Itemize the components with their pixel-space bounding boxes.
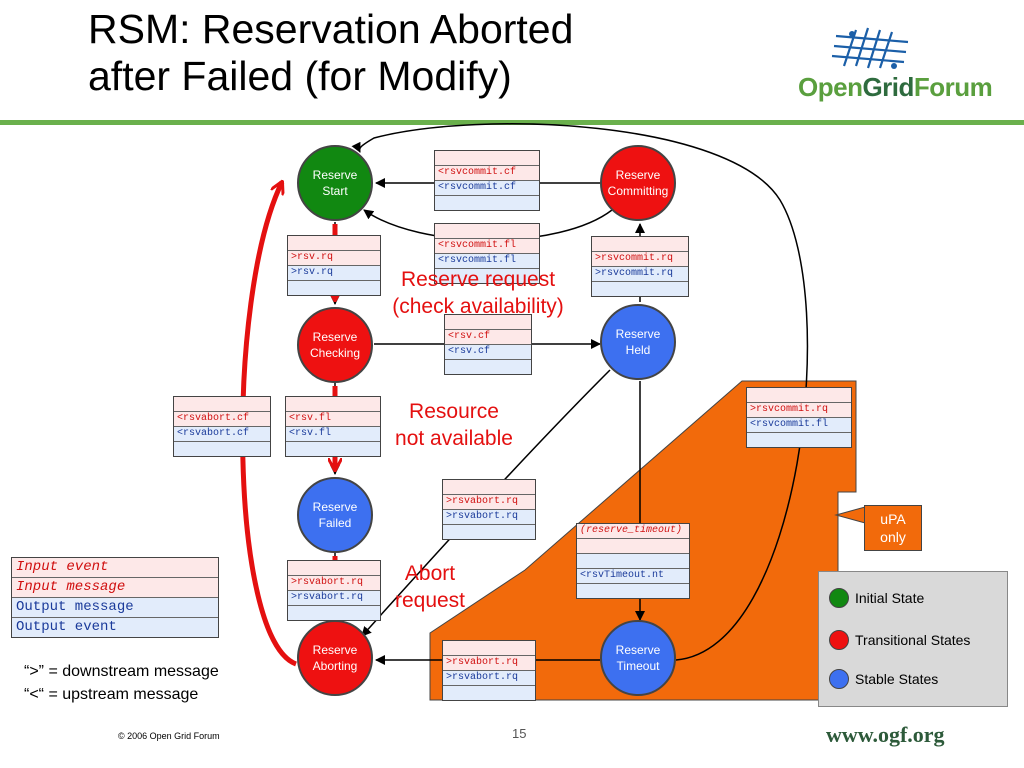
upa-callout-pointer <box>834 506 866 524</box>
state-reserve-failed: Reserve Failed <box>297 477 373 553</box>
note-downstream: “>” = downstream message <box>24 663 219 680</box>
copyright: © 2006 Open Grid Forum <box>118 731 220 741</box>
legend-input-message: Input message <box>12 578 218 598</box>
state-reserve-aborting: Reserve Aborting <box>297 620 373 696</box>
legend-transitional: Transitional States <box>829 630 970 650</box>
msgbox-commit-fl: <rsvcommit.fl <rsvcommit.fl <box>434 223 540 284</box>
ogf-logo-text: OpenGridForum <box>798 72 993 102</box>
label-abort-request: Abort request <box>394 562 466 612</box>
msgbox-rsv-fl: <rsv.fl <rsv.fl <box>285 396 381 457</box>
legend-output-message: Output message <box>12 598 218 618</box>
msgbox-commit-rq-fl: >rsvcommit.rq <rsvcommit.fl <box>746 387 852 448</box>
msgbox-abort-rq-bottom: >rsvabort.rq >rsvabort.rq <box>442 640 536 701</box>
slide-title-line1: RSM: Reservation Aborted <box>88 6 574 52</box>
slide-title-line2: after Failed (for Modify) <box>88 53 512 99</box>
transitional-state-dot-icon <box>829 630 849 650</box>
legend-stable: Stable States <box>829 669 938 689</box>
state-reserve-held: Reserve Held <box>600 304 676 380</box>
legend-output-event: Output event <box>12 618 218 637</box>
msgbox-abort-rq-left: >rsvabort.rq >rsvabort.rq <box>287 560 381 621</box>
slide-title: RSM: Reservation Aborted after Failed (f… <box>88 6 573 100</box>
label-reserve-request: Reserve request (check availability) <box>392 268 564 318</box>
label-resource-not-available: Resource not available <box>395 400 513 450</box>
msgbox-commit-cf: <rsvcommit.cf <rsvcommit.cf <box>434 150 540 211</box>
msgbox-rsv-rq: >rsv.rq >rsv.rq <box>287 235 381 296</box>
legend-input-event: Input event <box>12 558 218 578</box>
initial-state-dot-icon <box>829 588 849 608</box>
upa-note: uPA only <box>864 505 922 551</box>
note-upstream: “<“ = upstream message <box>24 686 199 703</box>
ogf-grid-logo-icon <box>831 27 909 69</box>
msgbox-abort-cf: <rsvabort.cf <rsvabort.cf <box>173 396 271 457</box>
header-divider <box>0 120 1024 125</box>
state-legend: Initial State Transitional States Stable… <box>818 571 1008 707</box>
message-legend-table: Input event Input message Output message… <box>11 557 219 638</box>
msgbox-rsv-cf: <rsv.cf <rsv.cf <box>444 314 532 375</box>
msgbox-timeout: (reserve_timeout) <rsvTimeout.nt <box>576 523 690 599</box>
state-reserve-start: Reserve Start <box>297 145 373 221</box>
page-number: 15 <box>512 726 527 741</box>
ogf-url: www.ogf.org <box>826 722 945 747</box>
msgbox-commit-rq: >rsvcommit.rq >rsvcommit.rq <box>591 236 689 297</box>
state-reserve-committing: Reserve Committing <box>600 145 676 221</box>
state-reserve-timeout: Reserve Timeout <box>600 620 676 696</box>
msgbox-abort-rq-mid: >rsvabort.rq >rsvabort.rq <box>442 479 536 540</box>
state-reserve-checking: Reserve Checking <box>297 307 373 383</box>
stable-state-dot-icon <box>829 669 849 689</box>
legend-initial: Initial State <box>829 588 924 608</box>
